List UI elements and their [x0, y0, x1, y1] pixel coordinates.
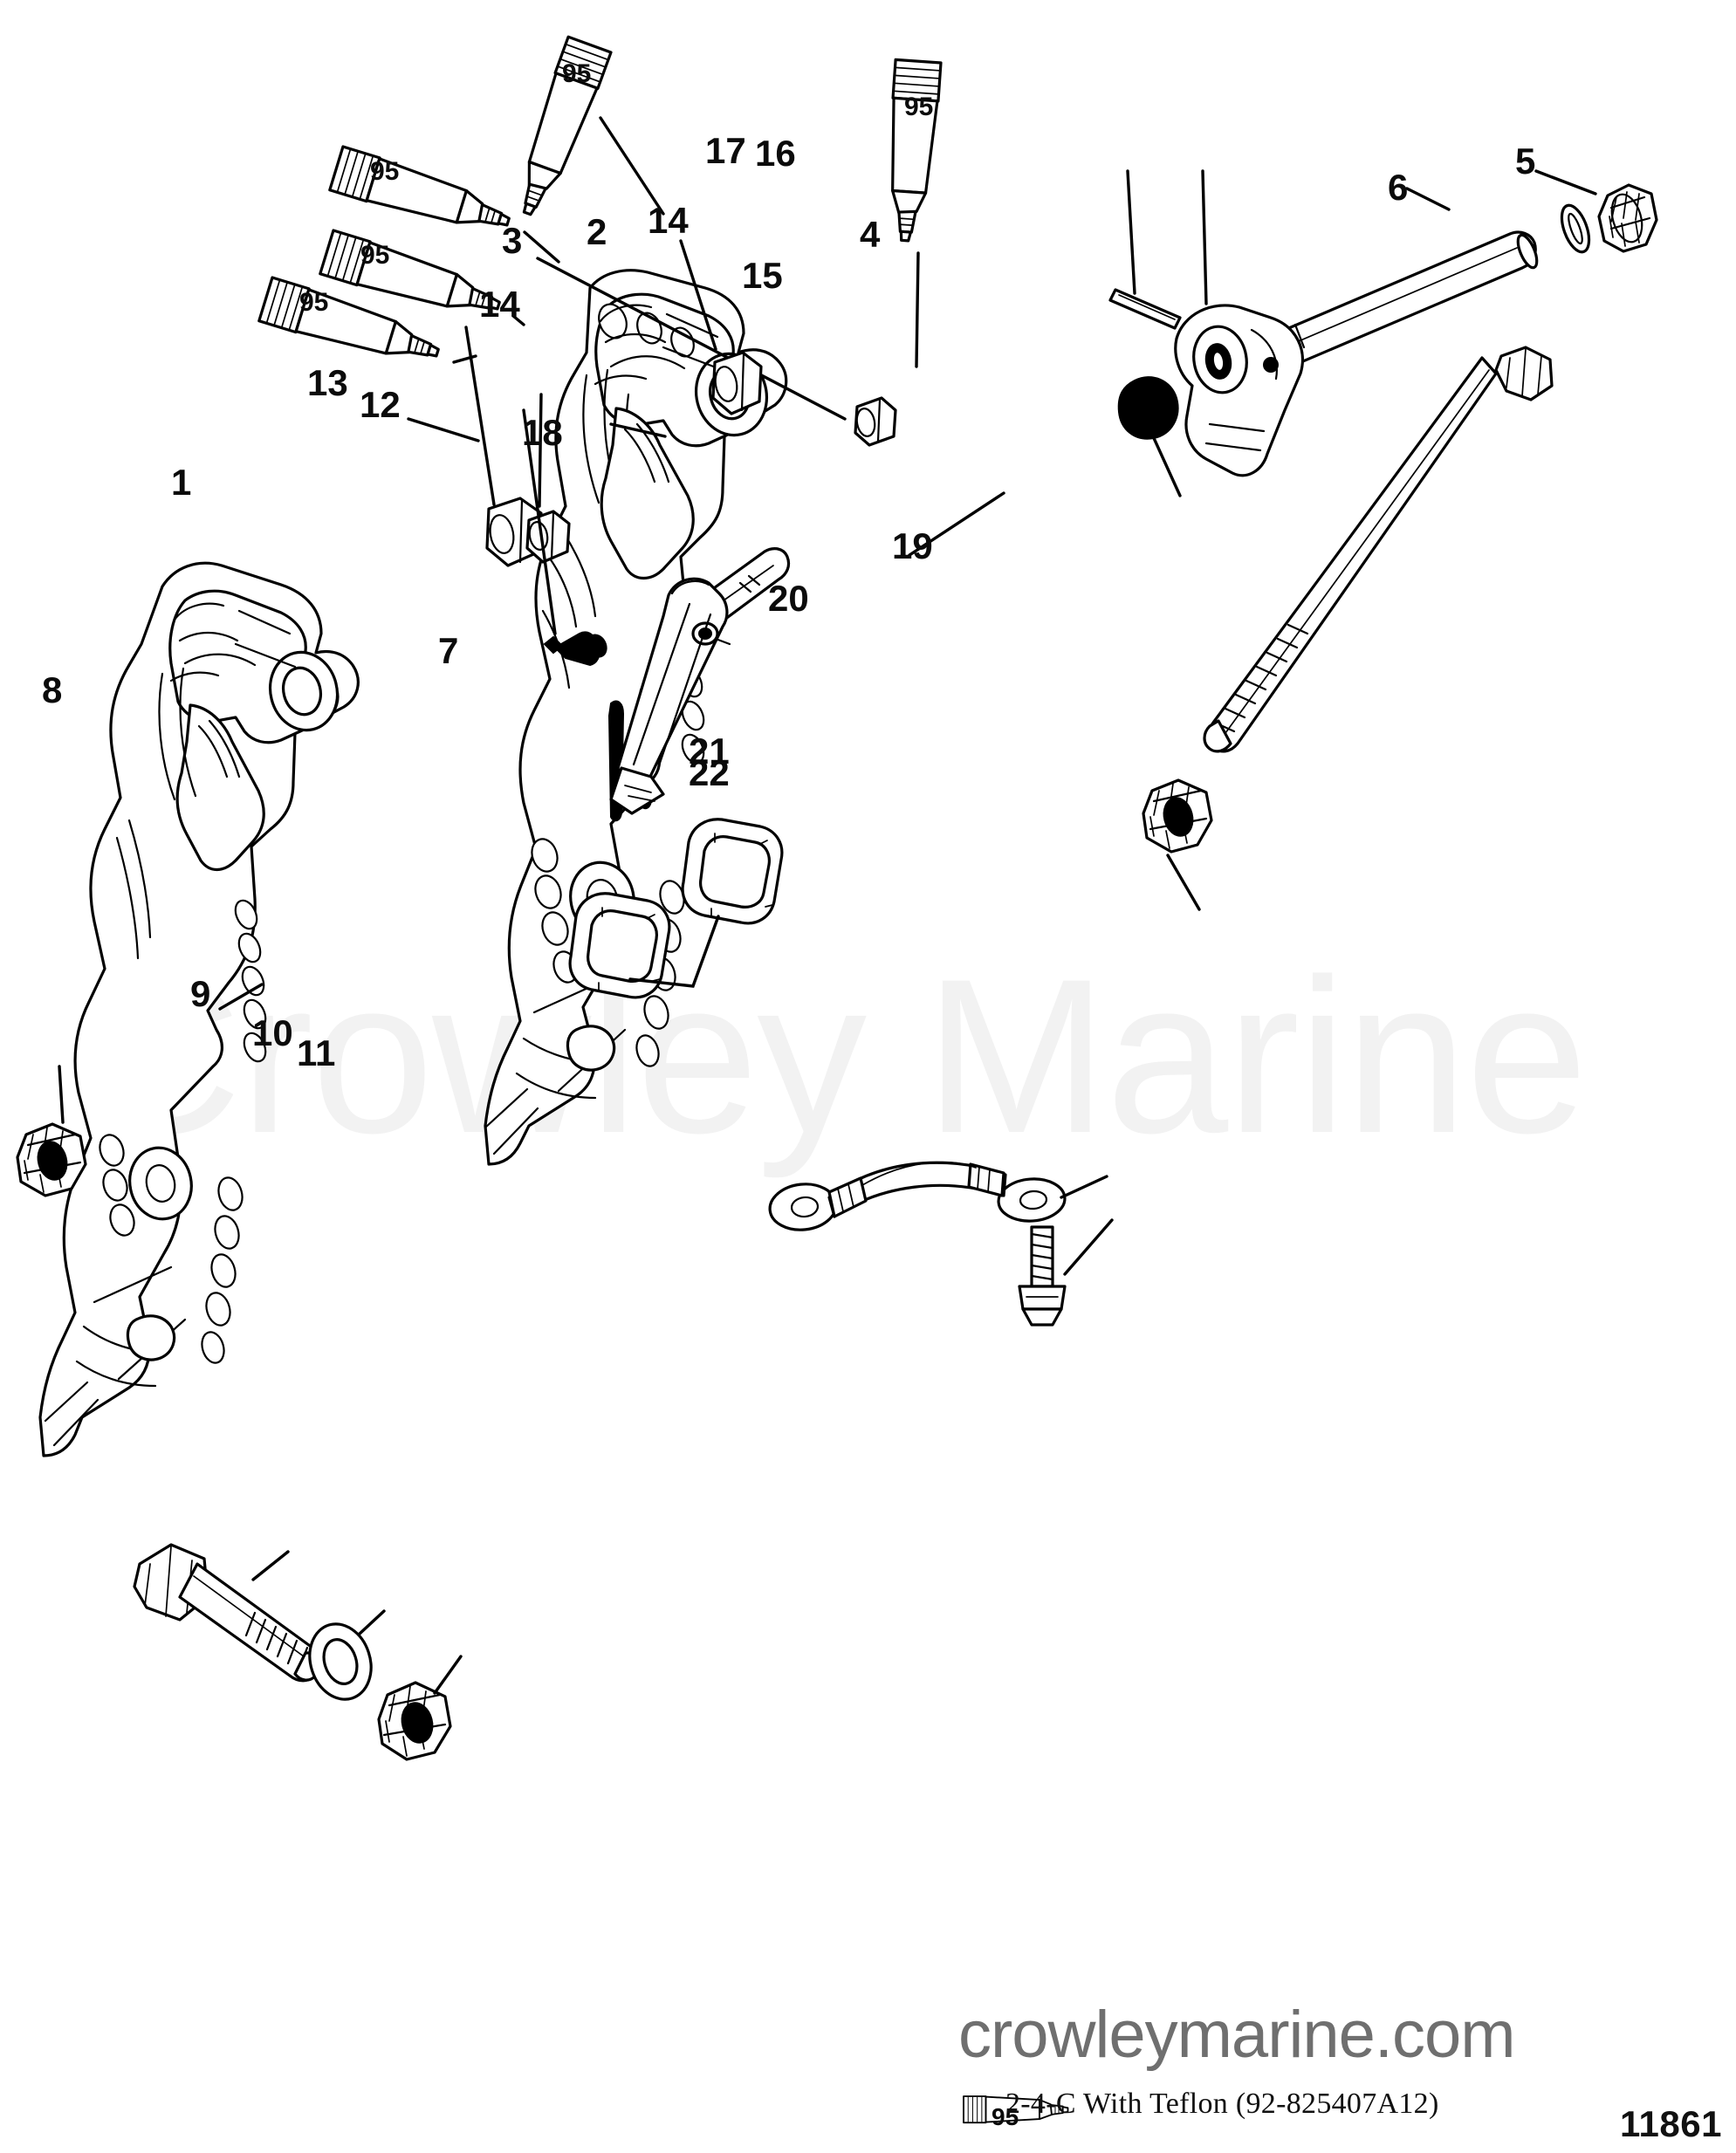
legend-tube-ref: 95: [992, 2103, 1019, 2130]
ground-strap: [768, 1161, 1067, 1231]
callout-10: 10: [252, 1012, 293, 1053]
callout-7: 7: [438, 630, 459, 671]
leader-11: [433, 1655, 463, 1695]
callout-17: 17: [705, 130, 746, 171]
leader-tube-b: [511, 314, 525, 326]
washer-shaft: [1560, 203, 1591, 254]
locknut-lower: [377, 1681, 452, 1761]
callout-12: 12: [360, 384, 401, 425]
callout-20: 20: [768, 578, 809, 619]
tube-label-b: 95: [360, 241, 390, 270]
leader-10: [358, 1609, 386, 1635]
dummy-hidden: [218, 983, 264, 1011]
bushing-square-b: [681, 818, 784, 925]
tube-label-e: 95: [904, 93, 934, 121]
leader-21: [1060, 1175, 1108, 1199]
leader-12b: [407, 417, 480, 442]
footer-site-url: crowleymarine.com: [958, 1998, 1516, 2072]
leader-6: [1405, 187, 1451, 211]
locknut-shaft: [1597, 183, 1658, 253]
leader-tube-d: [599, 116, 665, 216]
callout-1: 1: [171, 462, 192, 503]
leader-9: [251, 1550, 290, 1581]
callout-14-mid: 14: [479, 284, 520, 325]
leader-3: [536, 257, 847, 421]
bushing-top: [711, 351, 763, 415]
through-bolt-lower: [133, 1543, 322, 1683]
leader-18: [538, 393, 543, 508]
grease-tube-icon-a: [328, 145, 517, 244]
callout-16: 16: [755, 133, 796, 174]
leader-19: [908, 491, 1005, 557]
flat-washer: [308, 1622, 373, 1701]
locknut-lower-port: [16, 1122, 87, 1197]
through-bolt-upper: [1203, 346, 1554, 753]
drawing-number: 11861: [1620, 2103, 1722, 2144]
bushing-square-a: [568, 892, 671, 999]
leader-14-top: [679, 239, 717, 351]
leader-12: [609, 422, 667, 438]
cam-lever: [1174, 304, 1305, 477]
leader-7: [628, 915, 720, 988]
callout-8: 8: [42, 669, 63, 710]
callout-19: 19: [892, 525, 933, 566]
leader-14-mid: [464, 326, 496, 506]
pin-lever: [543, 631, 607, 667]
bushing-lower: [525, 510, 571, 564]
swivel-bracket-port: [38, 561, 360, 1457]
callout-5: 5: [1515, 141, 1536, 182]
callout-3: 3: [502, 220, 523, 261]
callout-18: 18: [522, 412, 563, 453]
leader-13: [522, 408, 557, 635]
leader-8: [58, 1065, 65, 1124]
leader-tube-a: [523, 230, 560, 264]
tube-label-a: 95: [370, 157, 400, 186]
grease-tube-icon-e: [882, 58, 943, 244]
roll-pin: [1108, 288, 1182, 330]
leader-20: [1166, 854, 1201, 911]
callout-15: 15: [742, 255, 783, 296]
locknut-upper: [1142, 778, 1213, 854]
ground-screw: [1018, 1225, 1067, 1327]
callout-2: 2: [587, 211, 607, 252]
bushing-upper: [854, 396, 897, 447]
grease-tube-icon-d: [505, 35, 613, 223]
callout-4: 4: [860, 214, 881, 255]
tube-label-d: 95: [562, 59, 592, 88]
tilt-lock-lever: [609, 547, 791, 815]
legend-lubricant-text: 2-4-C With Teflon (92-825407A12): [1005, 2088, 1439, 2120]
callout-6: 6: [1388, 167, 1409, 208]
callout-22: 22: [689, 752, 730, 793]
leader-15: [1152, 436, 1182, 497]
callout-14-top: 14: [648, 200, 689, 241]
grease-tube-icon-legend: [963, 2095, 1069, 2124]
callout-9: 9: [190, 973, 211, 1014]
callout-11: 11: [297, 1032, 336, 1073]
callout-21: 21: [689, 730, 730, 771]
leader-17: [1126, 169, 1136, 295]
leader-22: [1063, 1218, 1114, 1276]
leader-16: [1201, 169, 1208, 305]
leader-tube-e: [915, 251, 920, 368]
leader-5: [1534, 169, 1597, 195]
callout-13: 13: [307, 362, 348, 403]
tube-label-c: 95: [299, 288, 329, 317]
ball-detent: [1117, 376, 1179, 440]
